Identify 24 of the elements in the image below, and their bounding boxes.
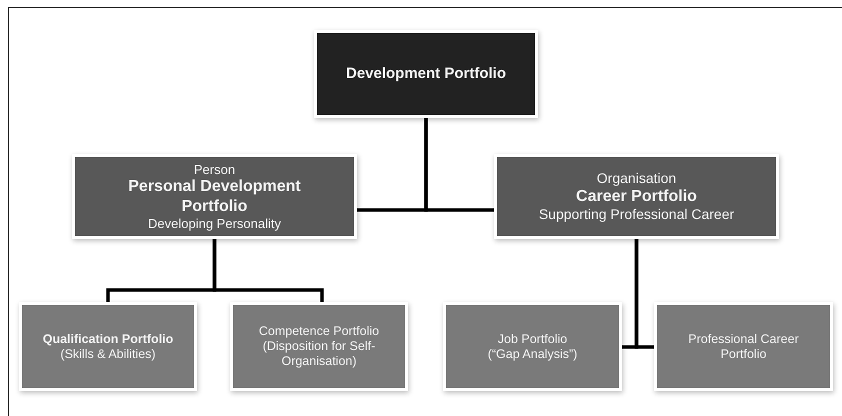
portfolio-box: [446, 305, 619, 388]
node-text: Developing Personality: [148, 216, 281, 232]
node-text: Supporting Professional Career: [538, 206, 734, 223]
connector-line: [212, 236, 324, 305]
portfolio-box: [22, 305, 194, 388]
node-text: Person: [194, 162, 236, 178]
root-box: [317, 33, 535, 115]
portfolio-box: [497, 157, 776, 236]
node-text: Job Portfolio: [498, 332, 568, 346]
node-heading: Development Portfolio: [346, 65, 506, 83]
node-text: (Skills & Abilities): [60, 346, 156, 362]
node-text: (“Gap Analysis”): [488, 346, 578, 362]
portfolio-box: [75, 157, 354, 236]
portfolio-box: [657, 305, 830, 388]
node-text: Competence Portfolio: [258, 324, 380, 339]
node-text: Professional Career Portfolio: [687, 332, 800, 362]
node-heading: Career Portfolio: [576, 186, 697, 206]
connector-line: [634, 236, 657, 349]
portfolio-box: [233, 305, 405, 388]
connector-line: [424, 115, 497, 212]
node-text: (Disposition for Self-Organisation): [262, 339, 376, 369]
node-text: Organisation: [596, 170, 676, 187]
node-heading: Qualification Portfolio: [42, 332, 174, 346]
node-heading: Personal Development Portfolio: [127, 177, 302, 216]
